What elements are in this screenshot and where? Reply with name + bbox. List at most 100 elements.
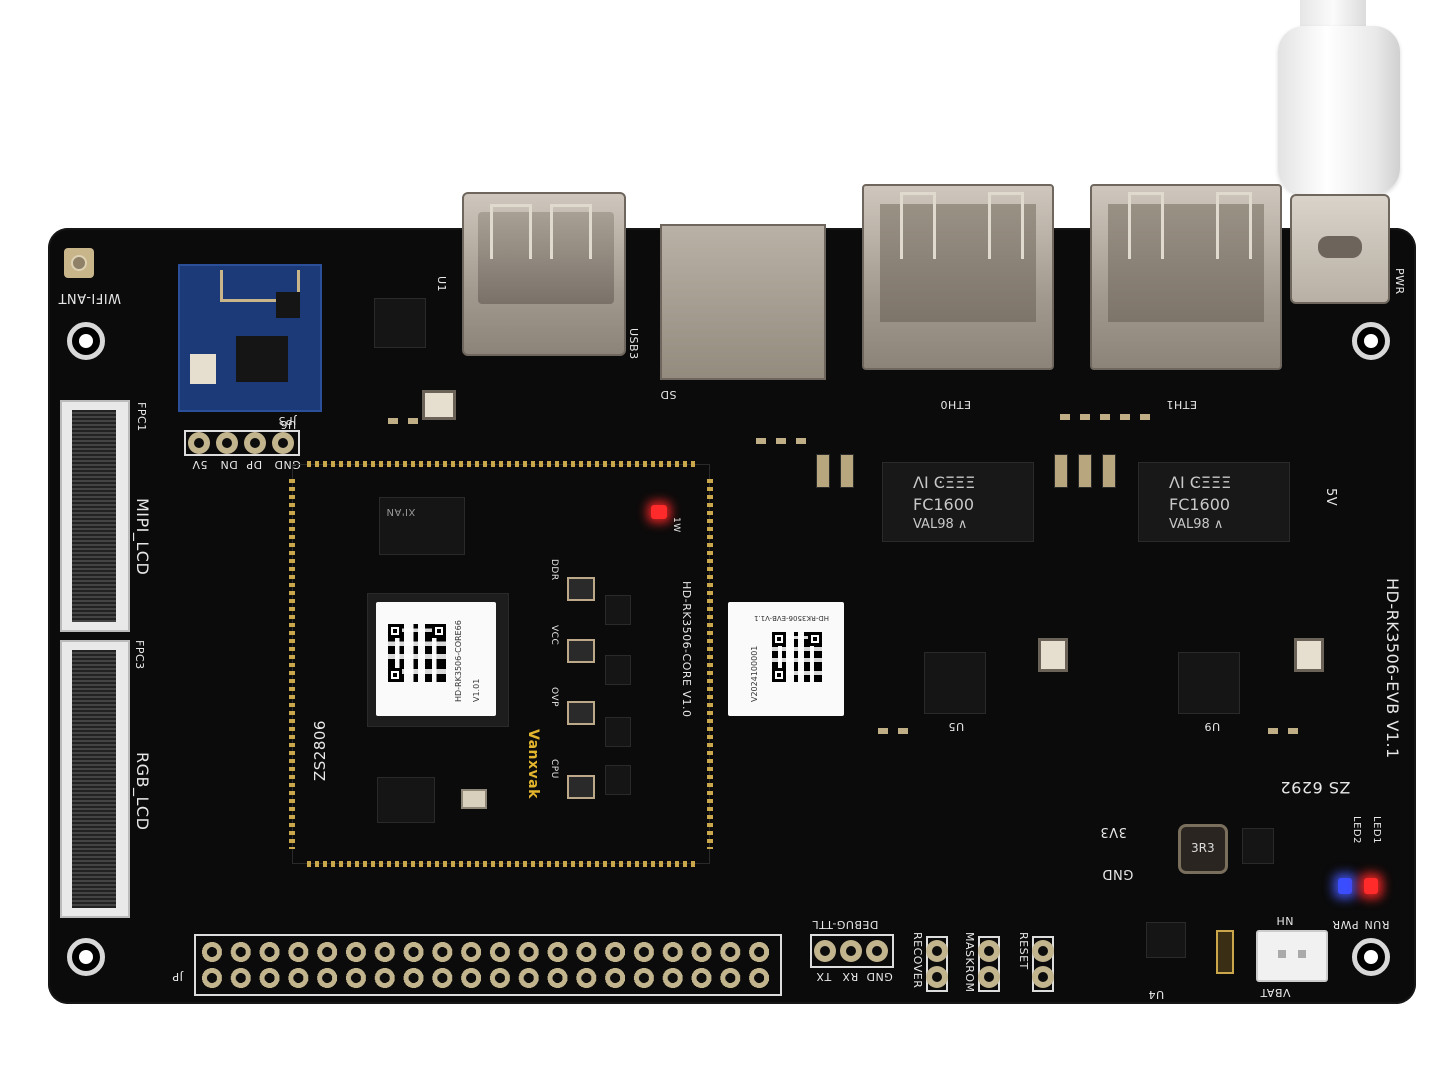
pmic-inductor (567, 577, 595, 601)
capacitor (1054, 454, 1068, 488)
ethernet-port-eth1[interactable] (1090, 184, 1282, 370)
pcb-board: WIFI-ANT U6 JP3 GND DP DN 5V U1 FPC1 MIP… (48, 184, 1416, 1004)
eth-chip-line2: FC1600 (1169, 495, 1231, 514)
smd-part (1060, 414, 1070, 420)
u9-label: U9 (1204, 720, 1221, 733)
pmic-label-cpu: CPU (549, 759, 559, 779)
ethernet-port-eth0[interactable] (862, 184, 1054, 370)
maskrom-button[interactable] (978, 936, 1000, 992)
u4-label: U4 (1148, 988, 1165, 1001)
smd-part (1100, 414, 1110, 420)
eth1-label: ETH1 (1166, 398, 1197, 411)
gnd-label: GND (1102, 866, 1134, 881)
core-power-led (651, 505, 667, 519)
reset-button[interactable] (1032, 936, 1054, 992)
u1-label: U1 (435, 276, 448, 293)
memory-chip: XI'AN (379, 497, 465, 555)
pmic-label-ddr: DDR (549, 559, 559, 581)
pwr-led (1364, 878, 1378, 894)
smd-part (1120, 414, 1130, 420)
smd-part (1268, 728, 1278, 734)
crystal (1294, 638, 1324, 672)
core-qr-label: HD-RK3506-CORE66 V1.01 (376, 602, 496, 716)
eth-phy-chip-u5 (924, 652, 986, 714)
usb-c-port[interactable] (1290, 194, 1390, 304)
recover-label: RECOVER (911, 932, 924, 989)
eth-phy-chip-u9 (1178, 652, 1240, 714)
gpio-header-40pin (194, 934, 782, 996)
zs-label: ZS 6292 (1280, 778, 1351, 797)
smd-part (1140, 414, 1150, 420)
eth0-label: ETH0 (940, 398, 971, 411)
vbat-connector[interactable] (1256, 930, 1328, 982)
usb-label: USB3 (627, 328, 640, 360)
smd-part (388, 418, 398, 424)
pmic-inductor (567, 701, 595, 725)
smd-part (1288, 728, 1298, 734)
regulator-chip (605, 595, 631, 625)
eth-chip-line3: VAL98 ∧ (1169, 517, 1224, 532)
pmic-inductor (567, 775, 595, 799)
capacitor (1102, 454, 1116, 488)
pwr-label: PWR (1393, 268, 1406, 295)
evb-label-text: HD-RK3506-EVB-V1.1 (754, 614, 830, 622)
jp3-pin-5v: 5V (192, 458, 208, 471)
eth-chip-line1: ΛΙ ϾΞΞΞ (1169, 473, 1232, 492)
jp3-pin-dn: DN (220, 458, 238, 471)
core-module: XI'AN HD-RK3506-CORE66 V1.01 DDR VCC OVP… (289, 461, 713, 867)
wifi-ant-label: WIFI-ANT (58, 290, 121, 305)
eth-chip-line2: FC1600 (913, 495, 975, 514)
reset-label: RESET (1017, 932, 1030, 970)
eth-transformer-chip: ΛΙ ϾΞΞΞ FC1600 VAL98 ∧ (882, 462, 1034, 542)
mounting-hole (67, 938, 105, 976)
run-label: RUN (1364, 918, 1390, 931)
smd-part (898, 728, 908, 734)
u4-chip (1146, 922, 1186, 958)
5v-label: 5V (1323, 488, 1338, 507)
wifi-module (178, 264, 322, 412)
usb-c-plug-housing (1278, 26, 1400, 194)
jp3-header (184, 430, 300, 456)
core-code: ZS2806 (311, 720, 329, 781)
jp-label: JP (172, 970, 183, 983)
capacitor (1078, 454, 1092, 488)
recover-button[interactable] (926, 936, 948, 992)
led2-label: LED2 (1351, 816, 1362, 844)
regulator-chip (605, 717, 631, 747)
jp3-pin-dp: DP (246, 458, 263, 471)
regulator-chip (605, 655, 631, 685)
eth-transformer-chip: ΛΙ ϾΞΞΞ FC1600 VAL98 ∧ (1138, 462, 1290, 542)
crystal (422, 390, 456, 420)
fpc1-label: FPC1 (135, 402, 148, 432)
fpc1-connector (60, 400, 130, 632)
sd-card-slot[interactable] (660, 224, 826, 380)
usb-a-port[interactable] (462, 192, 626, 356)
mounting-hole (1352, 938, 1390, 976)
board-name: HD-RK3506-EVB V1.1 (1383, 578, 1402, 759)
debug-pin-gnd: GND (866, 970, 893, 983)
pwr-led-label: PWR (1332, 918, 1359, 931)
regulator-chip (1242, 828, 1274, 864)
fpc3-label: FPC3 (133, 640, 146, 670)
soc-chip: HD-RK3506-CORE66 V1.01 (367, 593, 509, 727)
core-board-name: HD-RK3506-CORE V1.0 (680, 581, 693, 718)
debug-ttl-header (810, 934, 894, 968)
eth-chip-line3: VAL98 ∧ (913, 517, 968, 532)
crystal (461, 789, 487, 809)
maskrom-label: MASKROM (963, 932, 976, 993)
core-small-chip (377, 777, 435, 823)
pmic-label-ovp: OVP (549, 687, 559, 708)
core-label-text: HD-RK3506-CORE66 (454, 620, 463, 702)
battery-fuse (1216, 930, 1234, 974)
evb-qr-label: HD-RK3506-EVB-V1.1 V2024100001 (728, 602, 844, 716)
pmic-inductor (567, 639, 595, 663)
u5-label: U5 (948, 720, 965, 733)
smd-part (1080, 414, 1090, 420)
smd-part (756, 438, 766, 444)
smd-part (878, 728, 888, 734)
power-inductor: 3R3 (1178, 824, 1228, 874)
capacitor (840, 454, 854, 488)
mipi-lcd-label: MIPI_LCD (133, 498, 152, 576)
led1-label: LED1 (1371, 816, 1382, 844)
rgb-lcd-label: RGB_LCD (133, 752, 152, 831)
